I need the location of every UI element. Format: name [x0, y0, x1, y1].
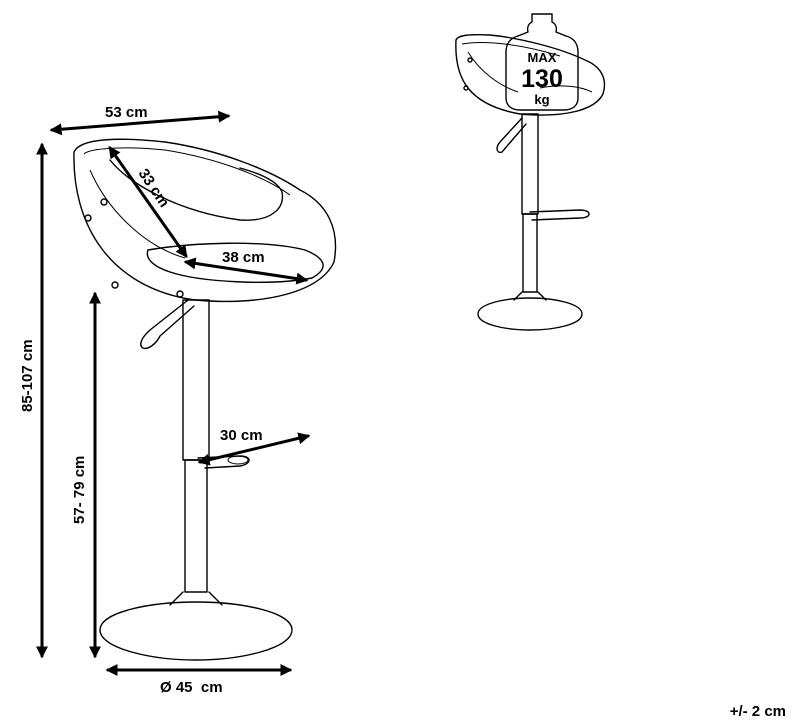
gas-column-upper — [182, 299, 210, 461]
secondary-base — [477, 297, 583, 331]
backrest-depth-arrow — [108, 146, 188, 258]
screw — [100, 198, 108, 206]
height-lever — [140, 299, 195, 350]
backrest-shell — [73, 138, 337, 303]
gas-column-lower — [184, 459, 208, 593]
screw — [176, 290, 184, 298]
main-stool-drawing — [73, 138, 337, 661]
secondary-column-lower — [522, 213, 538, 293]
seat-width-label: 38 cm — [222, 249, 265, 266]
screw — [111, 281, 119, 289]
base-dome — [99, 601, 293, 661]
seat-cushion — [146, 242, 324, 283]
screw — [84, 214, 92, 222]
width-label: 53 cm — [105, 104, 148, 121]
secondary-stool-drawing — [455, 33, 606, 331]
seat-height-label: 57- 79 cm — [71, 456, 88, 524]
secondary-column-upper — [521, 113, 539, 215]
secondary-backrest — [455, 33, 606, 116]
seat-width-arrow — [183, 257, 309, 285]
backrest-cushion — [109, 159, 284, 221]
dimension-lines — [36, 110, 311, 676]
tolerance-label: +/- 2 cm — [730, 703, 786, 720]
backrest-depth-label: 33 cm — [135, 166, 173, 211]
footrest-label: 30 cm — [220, 427, 263, 444]
base-label: Ø 45 cm — [160, 679, 223, 696]
weight-icon: MAX 130 kg — [505, 13, 579, 111]
footrest-arrow — [197, 432, 311, 466]
weight-value-label: 130 — [521, 65, 563, 93]
weight-unit-label: kg — [534, 92, 549, 107]
weight-max-label: MAX — [528, 50, 557, 65]
total-height-label: 85-107 cm — [19, 339, 36, 412]
width-arrow — [49, 110, 231, 136]
